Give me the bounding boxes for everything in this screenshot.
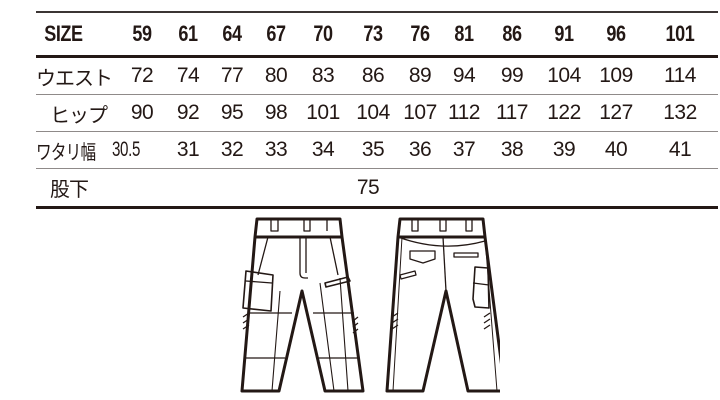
size-header-cell: 96 [594,12,638,58]
table-cell: 94 [442,56,486,95]
table-cell: 77 [210,56,254,95]
table-cell: 72 [118,56,166,95]
table-cell: 117 [486,94,538,132]
table-cell-value: 30.5 [112,138,140,161]
table-cell: 99 [486,56,538,95]
size-header-label: SIZE [36,12,104,58]
table-cell: 132 [642,94,718,132]
table-cell: 109 [590,56,642,95]
thigh-width-row: ワタリ幅 30.5 31 32 33 34 35 36 37 38 39 40 … [36,131,718,169]
table-cell: 98 [254,94,298,132]
hip-row: ヒップ 90 92 95 98 101 104 107 112 117 122 … [36,94,718,132]
table-cell: 32 [210,131,254,169]
table-cell: 40 [590,131,642,169]
size-header-cell: 59 [122,12,162,58]
size-header-row: SIZE 59 61 64 67 70 73 76 81 86 91 96 10… [36,12,718,58]
row-label-hip: ヒップ [36,94,118,132]
waist-row: ウエスト 72 74 77 80 83 86 89 94 99 104 109 … [36,56,718,95]
table-cell: 36 [398,131,442,169]
table-cell: 80 [254,56,298,95]
row-label-waist: ウエスト [36,56,118,95]
table-cell: 86 [348,56,398,95]
size-header-cell: 70 [302,12,344,58]
table-cell: 30.5 [112,131,166,169]
table-cell: 104 [348,94,398,132]
size-header-cell: 101 [648,12,712,58]
table-cell: 122 [538,94,590,132]
row-label-thigh-width-text: ワタリ幅 [36,141,96,164]
row-label-thigh-width: ワタリ幅 [36,131,118,169]
inseam-row: 股下 75 [36,168,718,209]
table-cell: 92 [166,94,210,132]
table-cell: 101 [298,94,348,132]
table-cell: 95 [210,94,254,132]
table-cell: 74 [166,56,210,95]
size-header-cell: 64 [213,12,251,58]
table-cell: 107 [398,94,442,132]
table-cell: 104 [538,56,590,95]
table-cell: 127 [590,94,642,132]
size-header-cell: 76 [401,12,439,58]
pants-back-view-icon [385,217,500,393]
row-label-inseam: 股下 [36,168,118,209]
table-cell: 112 [442,94,486,132]
table-cell: 37 [442,131,486,169]
size-header-cell: 91 [542,12,586,58]
pants-front-view-icon [240,217,365,393]
size-header-cell: 86 [490,12,534,58]
table-cell: 90 [118,94,166,132]
table-cell: 83 [298,56,348,95]
size-chart-table: SIZE 59 61 64 67 70 73 76 81 86 91 96 10… [36,11,718,209]
table-cell: 34 [298,131,348,169]
size-header-cell: 67 [257,12,295,58]
table-cell: 41 [642,131,718,169]
table-cell: 33 [254,131,298,169]
table-cell: 38 [486,131,538,169]
table-cell: 114 [642,56,718,95]
size-header-cell: 81 [445,12,483,58]
table-cell: 39 [538,131,590,169]
size-header-cell: 61 [169,12,207,58]
table-cell: 31 [166,131,210,169]
table-cell: 35 [348,131,398,169]
pants-illustration [240,217,500,393]
size-header-cell: 73 [352,12,394,58]
table-cell: 89 [398,56,442,95]
inseam-value: 75 [118,168,718,209]
